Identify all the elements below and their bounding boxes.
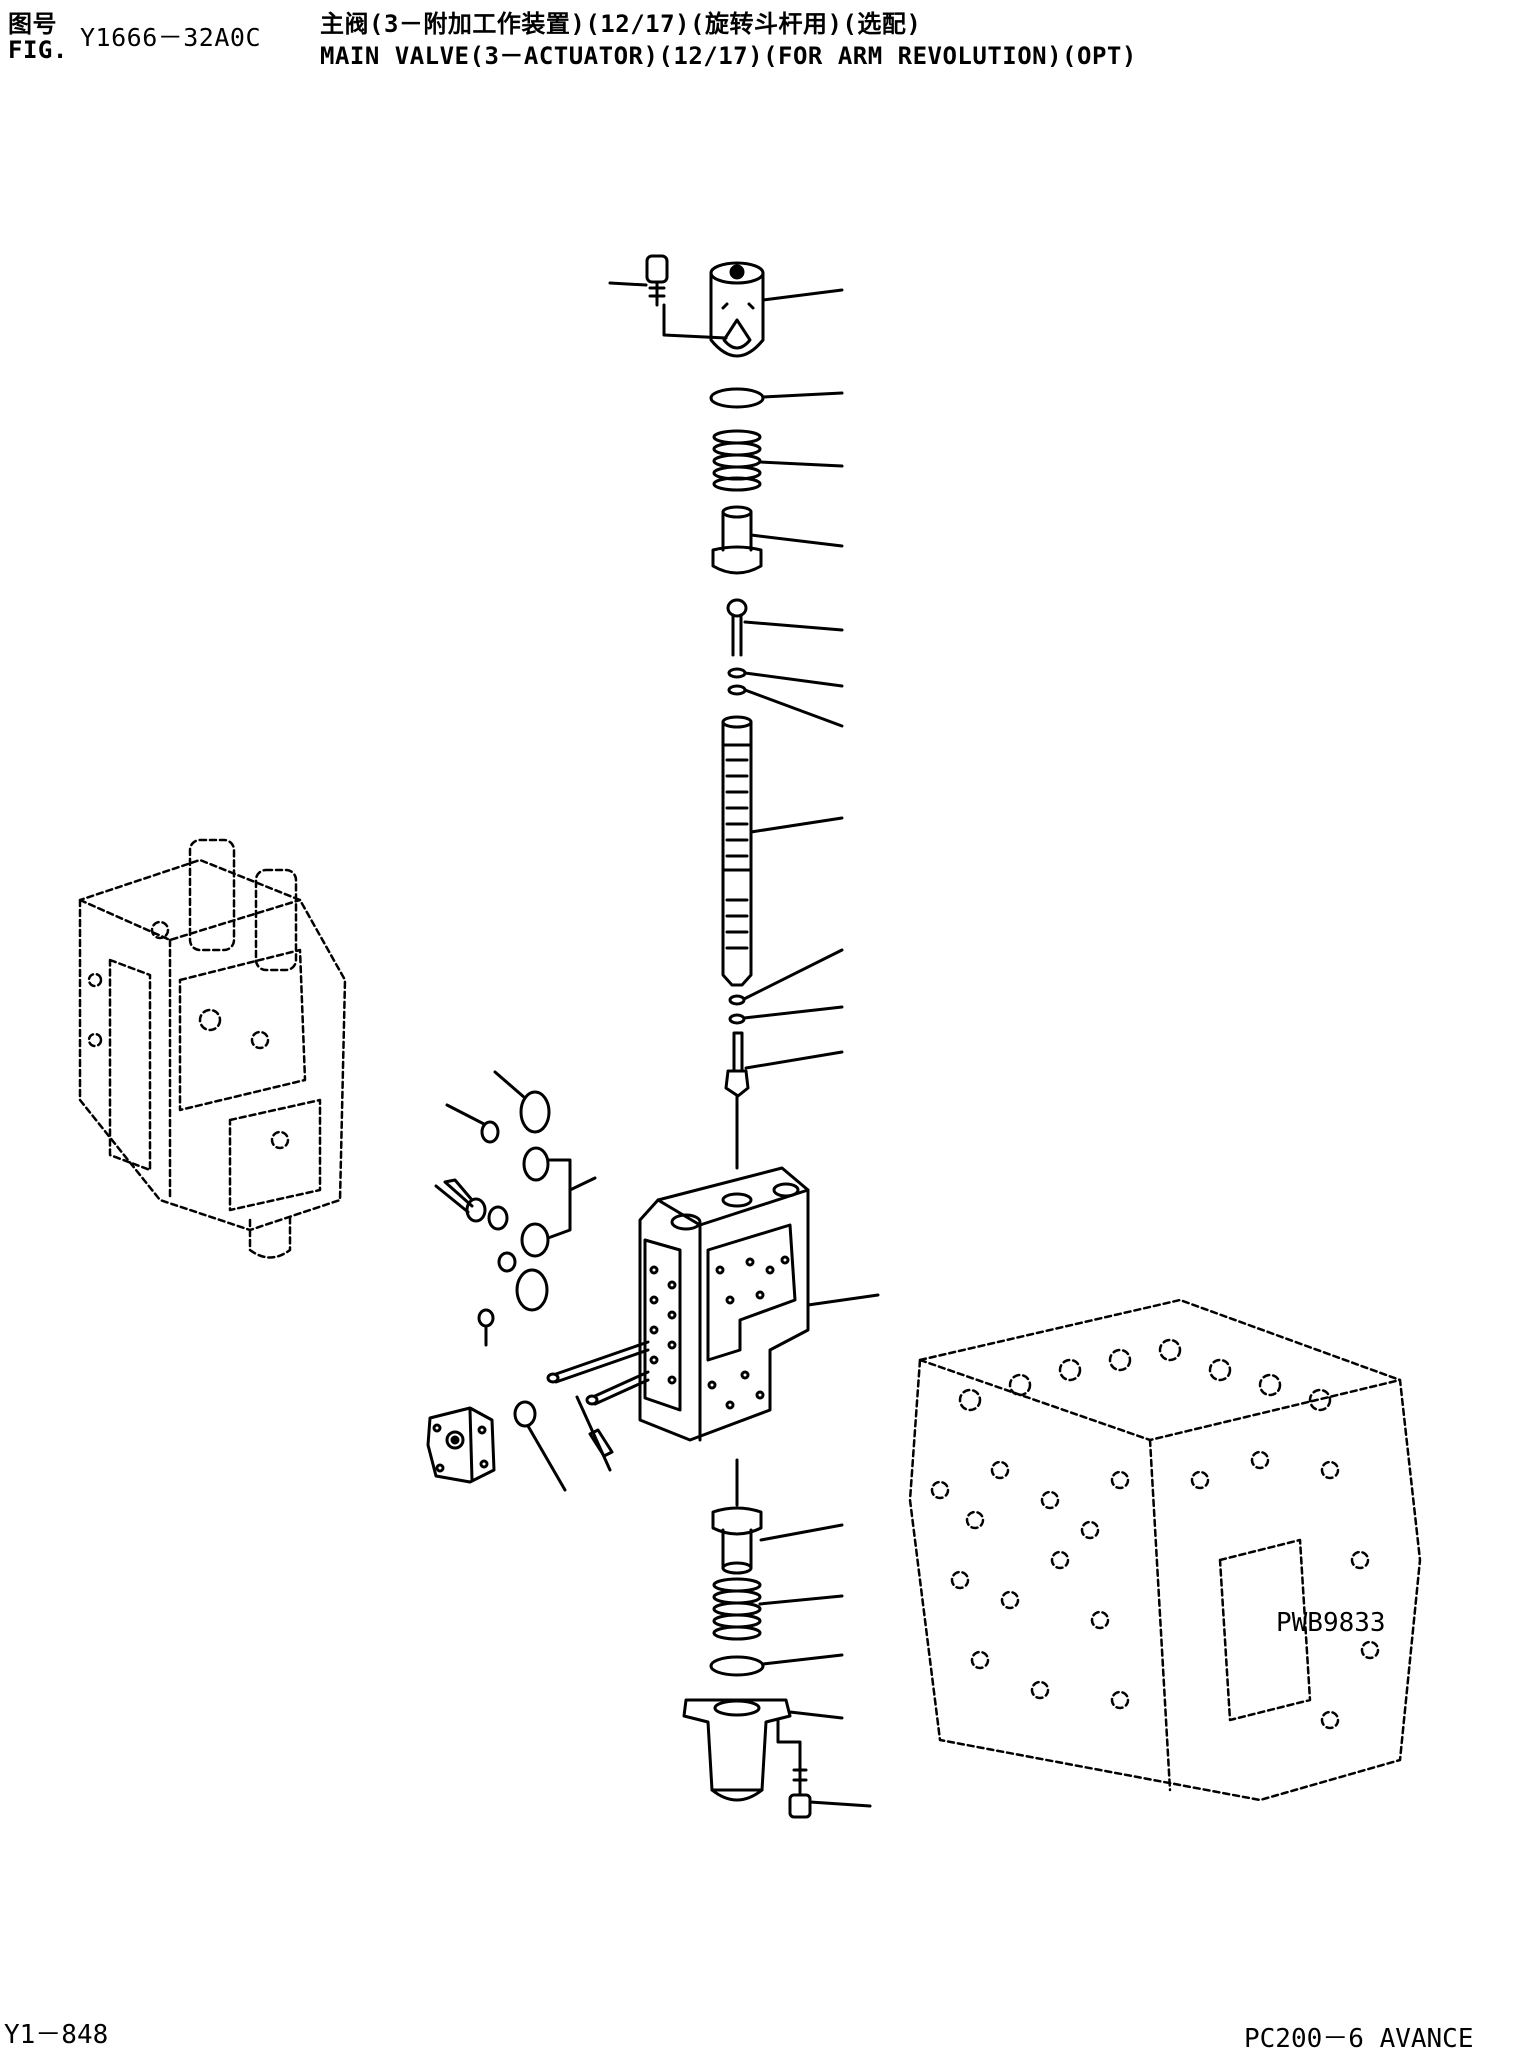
backup-ring xyxy=(727,667,844,688)
side-cap xyxy=(426,1406,496,1484)
o-ring-cluster xyxy=(434,1070,597,1347)
case xyxy=(682,1698,844,1802)
retainer-lower xyxy=(711,1458,844,1575)
valve-body xyxy=(638,1166,880,1442)
o-ring-bottom xyxy=(709,1653,844,1677)
o-ring-small xyxy=(727,684,844,728)
spring-lower xyxy=(712,1577,844,1641)
plug-bolt xyxy=(608,254,669,307)
case-bolt xyxy=(788,1758,872,1819)
spring-upper xyxy=(712,429,844,492)
figure-label: FIG. xyxy=(8,36,68,64)
figure-number: Y1666－32A0C xyxy=(80,23,262,52)
inset-main-valve xyxy=(908,1298,1422,1802)
o-ring-lower-a xyxy=(728,948,844,1006)
spool xyxy=(721,715,844,987)
retainer-upper xyxy=(711,505,844,575)
side-pins xyxy=(513,1340,650,1492)
valve-pin xyxy=(724,1031,844,1170)
illustration-code: PWB9833 xyxy=(1276,1608,1386,1638)
inset-valve-stack xyxy=(78,838,347,1259)
figure-label-chinese: 图号 xyxy=(8,10,57,38)
o-ring-lower-b xyxy=(728,1005,844,1025)
title-english: MAIN VALVE(3－ACTUATOR)(12/17)(FOR ARM RE… xyxy=(320,42,1137,70)
poppet xyxy=(726,598,844,657)
plug xyxy=(662,261,844,358)
o-ring-upper xyxy=(709,387,844,409)
title-chinese: 主阀(3－附加工作装置)(12/17)(旋转斗杆用)(选配) xyxy=(320,10,922,38)
page-number: Y1－848 xyxy=(4,2020,109,2050)
machine-model: PC200－6 AVANCE xyxy=(1244,2024,1474,2054)
